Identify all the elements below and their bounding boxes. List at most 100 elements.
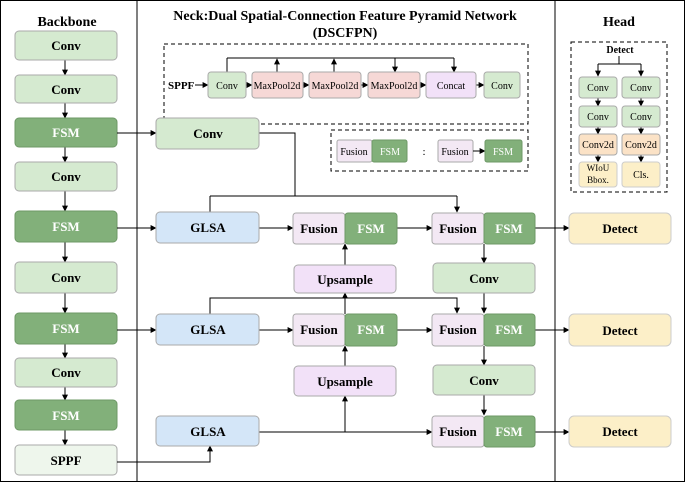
glsa-3-label: GLSA bbox=[190, 424, 226, 439]
legend-fsm-left-label: FSM bbox=[380, 147, 400, 158]
backbone-conv-5-label: Conv bbox=[51, 365, 81, 380]
backbone-fsm-2 bbox=[14, 210, 118, 243]
backbone-conv-2-label: Conv bbox=[51, 82, 81, 97]
fsm-row3 bbox=[483, 415, 536, 448]
head-left-wiou bbox=[578, 161, 618, 188]
fsm-row1-left-label: FSM bbox=[357, 221, 384, 236]
fusion-row2-left-label: Fusion bbox=[300, 322, 338, 337]
fsm-row1-right-label: FSM bbox=[495, 221, 522, 236]
sppf-detail-panel: SPPF Conv MaxPool2d MaxPool2d MaxPool2d … bbox=[163, 43, 529, 125]
head-left-conv-2 bbox=[578, 105, 618, 128]
upsample-2 bbox=[293, 365, 397, 397]
head-right-cls bbox=[621, 161, 661, 188]
head-detail-border bbox=[570, 41, 668, 193]
backbone-conv-5 bbox=[14, 357, 118, 388]
sppf-detail-border bbox=[163, 43, 529, 125]
detect-1-label: Detect bbox=[602, 221, 638, 236]
upsample-2-label: Upsample bbox=[317, 374, 373, 389]
backbone-fsm-1-label: FSM bbox=[52, 125, 79, 140]
neck-mid-conv-2 bbox=[432, 364, 536, 396]
sppf-maxpool-1 bbox=[251, 71, 304, 99]
row2-bus bbox=[209, 297, 460, 314]
backbone-conv-4-label: Conv bbox=[51, 270, 81, 285]
upsample-1 bbox=[293, 264, 397, 294]
legend-fusion-left-label: Fusion bbox=[340, 147, 367, 158]
detect-2 bbox=[568, 313, 672, 347]
sppf-maxpool-2 bbox=[308, 71, 362, 99]
sppf-conv-out-label: Conv bbox=[491, 81, 513, 92]
backbone-column: Conv Conv FSM Conv FSM Conv FSM Conv FSM… bbox=[14, 30, 118, 476]
head-left-conv2d-label: Conv2d bbox=[582, 140, 614, 151]
legend-separator: : bbox=[422, 146, 425, 158]
glsa-2 bbox=[155, 313, 260, 346]
head-right-conv2d-label: Conv2d bbox=[625, 140, 657, 151]
fusion-legend: Fusion FSM : Fusion FSM bbox=[330, 129, 529, 172]
head-right-conv-1 bbox=[621, 76, 661, 99]
sppf-concat-label: Concat bbox=[437, 81, 466, 92]
head-detail-title: Detect bbox=[606, 45, 634, 56]
fsm-row2-right bbox=[483, 313, 536, 347]
neck-mid-conv-1-label: Conv bbox=[469, 271, 499, 286]
neck-title: Neck:Dual Spatial-Connection Feature Pyr… bbox=[173, 9, 517, 24]
fusion-row1-left-label: Fusion bbox=[300, 221, 338, 236]
head-left-conv-1 bbox=[578, 76, 618, 99]
fusion-legend-border bbox=[330, 129, 529, 172]
fusion-row3-label: Fusion bbox=[439, 424, 477, 439]
backbone-fsm-3 bbox=[14, 312, 118, 345]
backbone-fsm-4 bbox=[14, 399, 118, 431]
backbone-conv-3-label: Conv bbox=[51, 169, 81, 184]
backbone-title: Backbone bbox=[37, 15, 96, 30]
glsa-2-label: GLSA bbox=[190, 322, 226, 337]
head-right-conv-2-label: Conv bbox=[630, 112, 652, 123]
head-detail-panel: Detect Conv Conv Conv2d WIoU Bbox. Conv … bbox=[570, 41, 668, 193]
head-left-conv2d bbox=[578, 133, 618, 156]
backbone-fsm-2-label: FSM bbox=[52, 219, 79, 234]
neck-connections bbox=[117, 130, 570, 463]
upsample-1-label: Upsample bbox=[317, 272, 373, 287]
legend-fusion-right-label: Fusion bbox=[441, 147, 468, 158]
sppf-concat bbox=[425, 71, 477, 99]
backbone-sppf-label: SPPF bbox=[50, 453, 81, 468]
topconv-to-fusion-arrow bbox=[259, 132, 296, 196]
sppf-maxpool-1-label: MaxPool2d bbox=[254, 81, 301, 92]
sppf-conv-in bbox=[207, 71, 247, 99]
backbone-conv-4 bbox=[14, 261, 118, 294]
head-left-conv-1-label: Conv bbox=[587, 83, 609, 94]
detect-3-label: Detect bbox=[602, 424, 638, 439]
neck-mid-conv-2-label: Conv bbox=[469, 373, 499, 388]
head-right-cls-label: Cls. bbox=[633, 170, 649, 181]
glsa-3 bbox=[155, 415, 260, 447]
neck-subtitle: (DSCFPN) bbox=[313, 26, 378, 41]
fsm-row2-left-label: FSM bbox=[357, 322, 384, 337]
detect-outputs: Detect Detect Detect bbox=[568, 212, 672, 448]
glsa-1-label: GLSA bbox=[190, 220, 226, 235]
head-right-conv-1-label: Conv bbox=[630, 83, 652, 94]
fsm-row3-label: FSM bbox=[495, 424, 522, 439]
neck-top-conv-label: Conv bbox=[193, 126, 223, 141]
head-left-wiou-label: WIoU bbox=[587, 163, 610, 173]
sppf-to-glsa3-arrow bbox=[117, 445, 213, 463]
fsm-row2-left bbox=[344, 313, 398, 347]
backbone-sppf bbox=[14, 444, 118, 476]
sppf-conv-in-label: Conv bbox=[216, 81, 238, 92]
neck-blocks: Conv GLSA GLSA GLSA Fusion FSM Fusion FS… bbox=[155, 117, 536, 448]
sppf-maxpool-2-label: MaxPool2d bbox=[312, 81, 359, 92]
detect-3 bbox=[568, 415, 672, 448]
fusion-row2-right-label: Fusion bbox=[439, 322, 477, 337]
backbone-fsm-4-label: FSM bbox=[52, 408, 79, 423]
backbone-conv-3 bbox=[14, 161, 118, 192]
legend-fsm-right bbox=[484, 139, 523, 163]
head-left-conv-2-label: Conv bbox=[587, 112, 609, 123]
backbone-conv-2 bbox=[14, 74, 118, 104]
backbone-conv-1-label: Conv bbox=[51, 38, 81, 53]
head-right-conv-2 bbox=[621, 105, 661, 128]
neck-mid-conv-1 bbox=[432, 262, 536, 294]
sppf-maxpool-3-label: MaxPool2d bbox=[371, 81, 418, 92]
backbone-conv-1 bbox=[14, 30, 118, 61]
fsm-row2-right-label: FSM bbox=[495, 322, 522, 337]
neck-top-conv bbox=[155, 117, 260, 150]
legend-fsm-left bbox=[371, 139, 408, 163]
fusion-row1-right-label: Fusion bbox=[439, 221, 477, 236]
backbone-fsm-3-label: FSM bbox=[52, 321, 79, 336]
